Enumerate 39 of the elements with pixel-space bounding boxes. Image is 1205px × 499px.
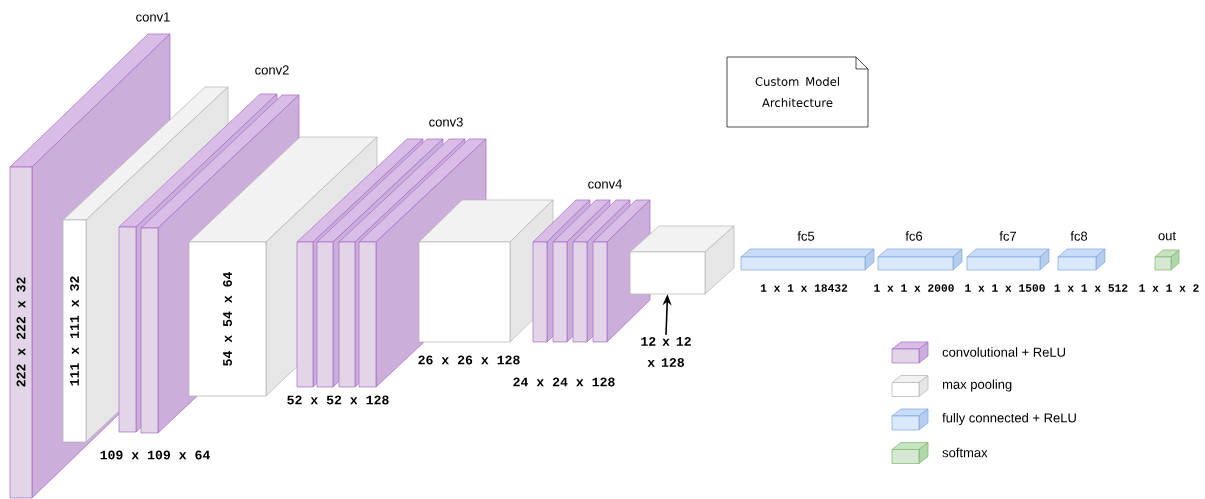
dimension-text: 26 x 26 x 128 (418, 355, 520, 365)
layer-label: fc7 (999, 231, 1017, 241)
dimension-text: 24 x 24 x 128 (513, 377, 615, 387)
layer-label: conv3 (429, 117, 463, 127)
conv-layer-block (140, 227, 159, 434)
dimension-text: 54 x 54 x 64 (223, 271, 232, 366)
layer-label: conv2 (255, 65, 289, 75)
dimension-text: 1 x 1 x 1500 (965, 284, 1045, 292)
legend-text: softmax (942, 447, 988, 458)
layer-label: fc5 (797, 231, 815, 241)
dimension-text: 109 x 109 x 64 (100, 450, 210, 460)
conv-layer-block (552, 241, 568, 343)
dimension-text: 1 x 1 x 512 (1054, 284, 1128, 292)
legend-text: fully connected + ReLU (942, 412, 1076, 426)
dimension-text: 1 x 1 x 2000 (874, 284, 954, 292)
dimension-text: 12 x 12 x 128 (641, 336, 691, 367)
layer-label: conv4 (588, 179, 622, 189)
conv-layer-block (572, 241, 588, 343)
conv-layer-block (296, 241, 314, 388)
layer-label: out (1158, 231, 1176, 241)
dimension-text: 52 x 52 x 128 (287, 395, 389, 405)
conv-layer-block (532, 241, 548, 343)
dimension-text: 222 x 222 x 32 (16, 277, 26, 387)
conv-layer-block (118, 226, 137, 433)
layer-label: fc6 (905, 231, 923, 241)
note-box: Custom Model Architecture (726, 56, 869, 128)
dimension-text: 1 x 1 x 2 (1139, 284, 1199, 292)
pooling-block (418, 241, 511, 343)
conv-layer-block (316, 241, 334, 388)
conv-layer-block (592, 241, 608, 343)
conv-layer-block (358, 241, 377, 388)
layer-label: fc8 (1070, 231, 1088, 241)
pooling-block (629, 251, 706, 295)
layer-label: conv1 (136, 12, 170, 22)
legend-text: convolutional + ReLU (942, 347, 1065, 357)
dimension-text: 111 x 111 x 32 (70, 276, 79, 386)
dimension-text: 1 x 1 x 18432 (760, 284, 848, 292)
legend-text: max pooling (942, 379, 1012, 392)
conv-layer-block (338, 241, 356, 388)
